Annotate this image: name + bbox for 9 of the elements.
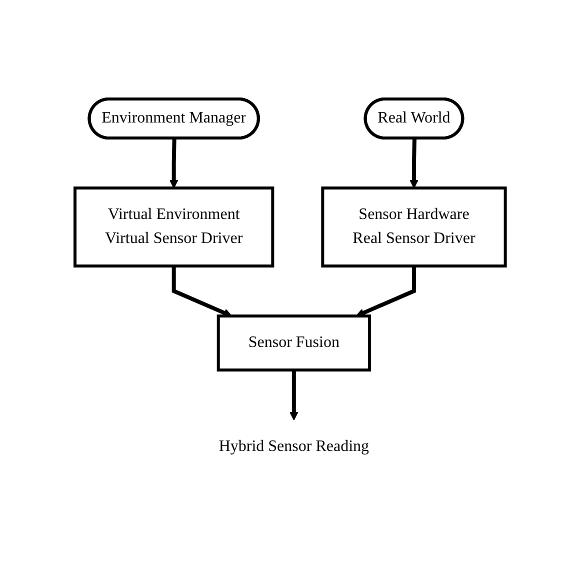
node-box: Sensor Hardware Real Sensor Driver [322,186,508,268]
arrow [410,138,419,188]
arrow [172,266,232,317]
node-box: Virtual Environment Virtual Sensor Driver [74,186,275,268]
arrow [170,138,179,188]
arrow [356,266,416,317]
node-text: Hybrid Sensor Reading [219,438,370,455]
arrow [290,370,299,420]
node-box: Sensor Fusion [217,314,372,372]
